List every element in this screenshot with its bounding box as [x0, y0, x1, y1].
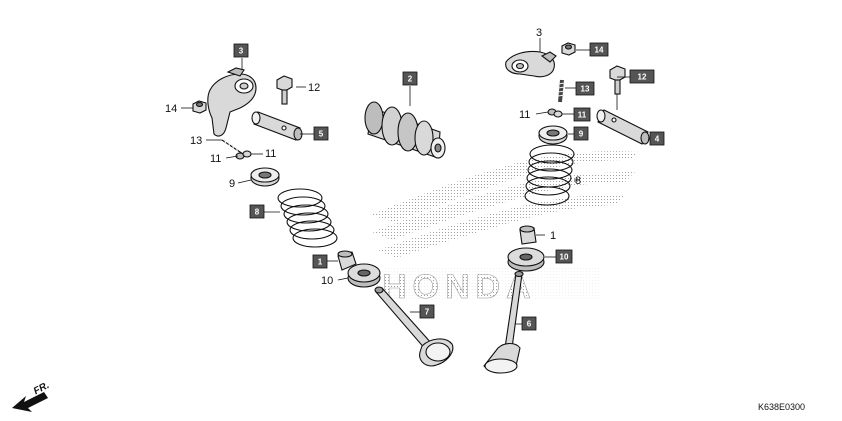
intake-valve — [374, 286, 454, 367]
bolt-right — [609, 65, 626, 95]
callout-3-box: 3 — [233, 43, 249, 58]
callout-8-plain: 8 — [575, 175, 581, 187]
svg-text:3: 3 — [239, 47, 244, 56]
figure-code: K638E0300 — [758, 402, 805, 412]
callout-10-box: 10 — [555, 249, 573, 264]
callout-2-box: 2 — [402, 71, 418, 86]
callout-4-box: 4 — [649, 131, 665, 146]
callout-10-plain: 10 — [321, 275, 333, 287]
callout-5-box: 5 — [313, 126, 329, 141]
spring-retainer-right — [538, 125, 568, 145]
svg-text:2: 2 — [408, 75, 413, 84]
bolt-left — [276, 75, 293, 105]
callout-3-plain: 3 — [536, 27, 542, 39]
rocker-arm-right — [505, 50, 557, 78]
callout-12-plain: 12 — [308, 82, 320, 94]
callout-11-plain-b: 11 — [265, 148, 276, 160]
svg-text:11: 11 — [578, 111, 587, 120]
svg-text:12: 12 — [638, 73, 647, 82]
callout-8-box: 8 — [249, 204, 265, 219]
svg-text:9: 9 — [579, 130, 584, 139]
honda-watermark-text: HONDA — [382, 268, 537, 306]
svg-text:6: 6 — [527, 320, 532, 329]
callout-9-box: 9 — [573, 126, 589, 141]
svg-text:7: 7 — [425, 308, 430, 317]
callout-13-plain: 13 — [190, 135, 202, 147]
callout-1-box: 1 — [312, 254, 328, 269]
stem-seal-left — [337, 250, 357, 271]
leader-lines — [181, 38, 650, 325]
exhaust-valve — [483, 270, 524, 374]
svg-text:10: 10 — [560, 253, 569, 262]
honda-wing-watermark: HONDA — [370, 151, 640, 306]
camshaft — [364, 101, 446, 159]
svg-text:8: 8 — [255, 208, 260, 217]
callout-12-box: 12 — [629, 69, 655, 84]
callout-11-box: 11 — [573, 107, 591, 122]
svg-text:4: 4 — [655, 135, 660, 144]
callout-11-plain-a: 11 — [210, 153, 221, 165]
spring-retainer-left — [250, 167, 280, 187]
svg-text:14: 14 — [595, 46, 604, 55]
stem-seal-right — [519, 225, 537, 245]
callout-14-plain: 14 — [165, 103, 177, 115]
svg-text:13: 13 — [581, 85, 590, 94]
front-direction-arrow: FR. — [12, 380, 51, 412]
rocker-shaft-left — [251, 111, 303, 141]
callout-11-plain-c: 11 — [519, 109, 530, 121]
valve-cotters-right — [547, 108, 563, 118]
callout-1-plain: 1 — [550, 230, 556, 242]
adjusting-screw-left — [221, 137, 244, 155]
nut-left — [192, 100, 207, 114]
rocker-arm-left — [207, 67, 257, 137]
svg-text:5: 5 — [319, 130, 324, 139]
nut-right — [561, 42, 576, 56]
callout-13-box: 13 — [575, 81, 595, 96]
valve-spring-left — [277, 188, 338, 248]
valve-spring-right — [524, 144, 575, 206]
rocker-shaft-right — [596, 109, 650, 145]
front-direction-label: FR. — [32, 380, 51, 397]
spring-seat-left — [347, 263, 381, 288]
callout-7-box: 7 — [419, 304, 435, 319]
callout-14-box: 14 — [589, 42, 609, 57]
callout-9-plain: 9 — [229, 178, 235, 190]
svg-text:1: 1 — [318, 258, 323, 267]
adjusting-screw-right — [557, 79, 566, 103]
callout-6-box: 6 — [521, 316, 537, 331]
spring-seat-right — [507, 247, 545, 272]
